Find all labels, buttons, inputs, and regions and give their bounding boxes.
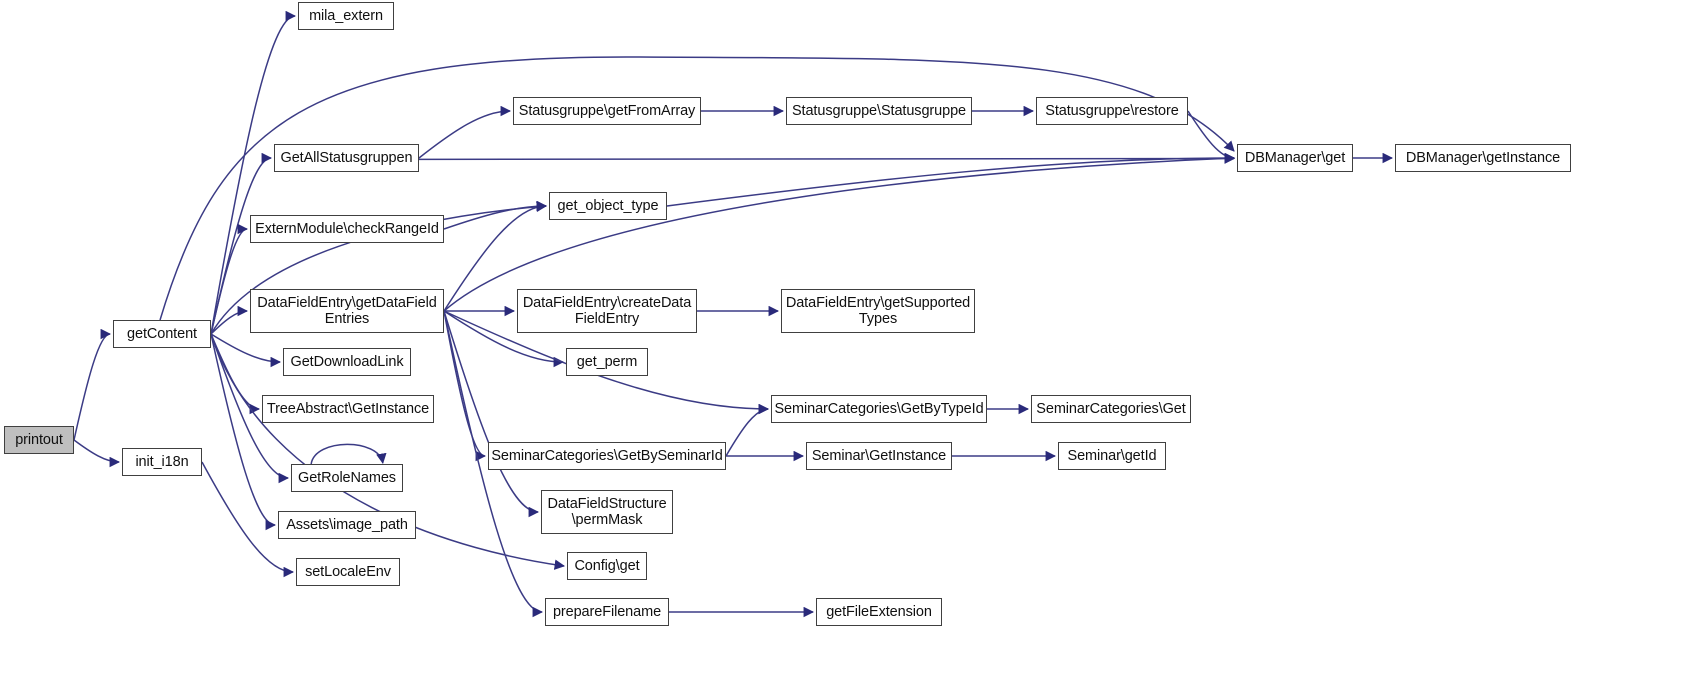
graph-node-DataFieldStructurePermMask[interactable]: DataFieldStructure \permMask	[541, 490, 673, 534]
graph-node-GetAllStatusgruppen[interactable]: GetAllStatusgruppen	[274, 144, 419, 172]
edge-GetRoleNames-to-GetRoleNames	[310, 443, 387, 465]
graph-node-TreeAbstractGetInstance[interactable]: TreeAbstract\GetInstance	[262, 395, 434, 423]
graph-node-label: Seminar\GetInstance	[811, 447, 947, 464]
graph-node-mila_extern[interactable]: mila_extern	[298, 2, 394, 30]
graph-node-ConfigGet[interactable]: Config\get	[567, 552, 647, 580]
edge-getContent-to-AssetsImagePath	[210, 333, 277, 531]
edge-ExternModuleCheckRangeId-to-get_object_type	[443, 200, 548, 230]
graph-node-StatusgruppeStatusgruppe[interactable]: Statusgruppe\Statusgruppe	[786, 97, 972, 125]
graph-node-DBManagerGetInstance[interactable]: DBManager\getInstance	[1395, 144, 1571, 172]
graph-node-label: Assets\image_path	[286, 516, 408, 533]
graph-node-label: init_i18n	[135, 453, 189, 470]
graph-node-label: SeminarCategories\GetByTypeId	[774, 400, 984, 417]
graph-node-label: Statusgruppe\restore	[1045, 102, 1179, 119]
graph-node-label: SeminarCategories\GetBySeminarId	[491, 447, 723, 464]
graph-node-getContent[interactable]: getContent	[113, 320, 211, 348]
graph-node-label: DBManager\getInstance	[1405, 149, 1561, 166]
edge-GetAllStatusgruppen-to-StatusgruppeGetFromArray	[418, 105, 512, 159]
graph-node-label: setLocaleEnv	[305, 563, 391, 580]
graph-node-get_perm[interactable]: get_perm	[566, 348, 648, 376]
edge-SemCatGetBySeminarId-to-SemCatGetByTypeId	[725, 403, 770, 457]
graph-node-label: Config\get	[574, 557, 640, 574]
edge-getContent-to-ExternModuleCheckRangeId	[210, 223, 249, 335]
graph-node-label: DataFieldStructure \permMask	[547, 495, 667, 528]
graph-node-prepareFilename[interactable]: prepareFilename	[545, 598, 669, 626]
graph-node-label: GetRoleNames	[298, 469, 396, 486]
edge-getContent-to-TreeAbstractGetInstance	[210, 333, 261, 415]
edge-DataFieldEntryGetEntries-to-DataFieldStructurePermMask	[443, 310, 540, 518]
graph-node-label: mila_extern	[309, 7, 383, 24]
graph-node-label: Statusgruppe\getFromArray	[518, 102, 696, 119]
graph-node-DataFieldEntryCreate[interactable]: DataFieldEntry\createData FieldEntry	[517, 289, 697, 333]
graph-node-printout[interactable]: printout	[4, 426, 74, 454]
edge-DataFieldEntryGetEntries-to-SemCatGetBySeminarId	[443, 310, 487, 462]
edge-get_object_type-to-DBManagerGet	[666, 152, 1236, 207]
graph-node-label: get_perm	[576, 353, 638, 370]
edge-getContent-to-DataFieldEntryGetEntries	[210, 305, 249, 335]
graph-node-DataFieldEntrySupported[interactable]: DataFieldEntry\getSupported Types	[781, 289, 975, 333]
graph-node-label: Statusgruppe\Statusgruppe	[791, 102, 967, 119]
graph-node-SemCatGetByTypeId[interactable]: SeminarCategories\GetByTypeId	[771, 395, 987, 423]
edge-getContent-to-mila_extern	[210, 10, 297, 335]
graph-node-label: DataFieldEntry\getSupported Types	[785, 294, 971, 327]
graph-node-setLocaleEnv[interactable]: setLocaleEnv	[296, 558, 400, 586]
graph-node-GetRoleNames[interactable]: GetRoleNames	[291, 464, 403, 492]
edge-printout-to-init_i18n	[73, 439, 121, 468]
graph-node-AssetsImagePath[interactable]: Assets\image_path	[278, 511, 416, 539]
graph-node-label: printout	[15, 431, 63, 448]
graph-node-label: DataFieldEntry\getDataField Entries	[257, 294, 437, 327]
graph-node-DBManagerGet[interactable]: DBManager\get	[1237, 144, 1353, 172]
graph-node-GetDownloadLink[interactable]: GetDownloadLink	[283, 348, 411, 376]
graph-node-label: DBManager\get	[1244, 149, 1346, 166]
graph-node-label: ExternModule\checkRangeId	[255, 220, 439, 237]
graph-node-label: get_object_type	[557, 197, 659, 214]
graph-node-StatusgruppeGetFromArray[interactable]: Statusgruppe\getFromArray	[513, 97, 701, 125]
graph-node-label: GetAllStatusgruppen	[280, 149, 413, 166]
edge-printout-to-getContent	[73, 328, 112, 441]
graph-node-label: Seminar\getId	[1067, 447, 1157, 464]
graph-node-ExternModuleCheckRangeId[interactable]: ExternModule\checkRangeId	[250, 215, 444, 243]
graph-node-SemCatGetBySeminarId[interactable]: SeminarCategories\GetBySeminarId	[488, 442, 726, 470]
graph-node-SemCatGet[interactable]: SeminarCategories\Get	[1031, 395, 1191, 423]
graph-node-SeminarGetInstance[interactable]: Seminar\GetInstance	[806, 442, 952, 470]
graph-node-label: SeminarCategories\Get	[1036, 400, 1186, 417]
graph-node-label: getContent	[127, 325, 197, 342]
graph-node-label: getFileExtension	[826, 603, 932, 620]
graph-node-DataFieldEntryGetEntries[interactable]: DataFieldEntry\getDataField Entries	[250, 289, 444, 333]
graph-node-label: prepareFilename	[552, 603, 662, 620]
graph-node-init_i18n[interactable]: init_i18n	[122, 448, 202, 476]
edge-getContent-to-GetDownloadLink	[210, 333, 282, 368]
graph-node-StatusgruppeRestore[interactable]: Statusgruppe\restore	[1036, 97, 1188, 125]
graph-node-label: TreeAbstract\GetInstance	[266, 400, 430, 417]
edge-GetAllStatusgruppen-to-DBManagerGet	[418, 153, 1236, 164]
graph-node-label: GetDownloadLink	[290, 353, 404, 370]
graph-node-get_object_type[interactable]: get_object_type	[549, 192, 667, 220]
graph-node-SeminarGetId[interactable]: Seminar\getId	[1058, 442, 1166, 470]
edge-StatusgruppeRestore-to-DBManagerGet	[1187, 110, 1236, 164]
graph-node-getFileExtension[interactable]: getFileExtension	[816, 598, 942, 626]
graph-node-label: DataFieldEntry\createData FieldEntry	[522, 294, 692, 327]
